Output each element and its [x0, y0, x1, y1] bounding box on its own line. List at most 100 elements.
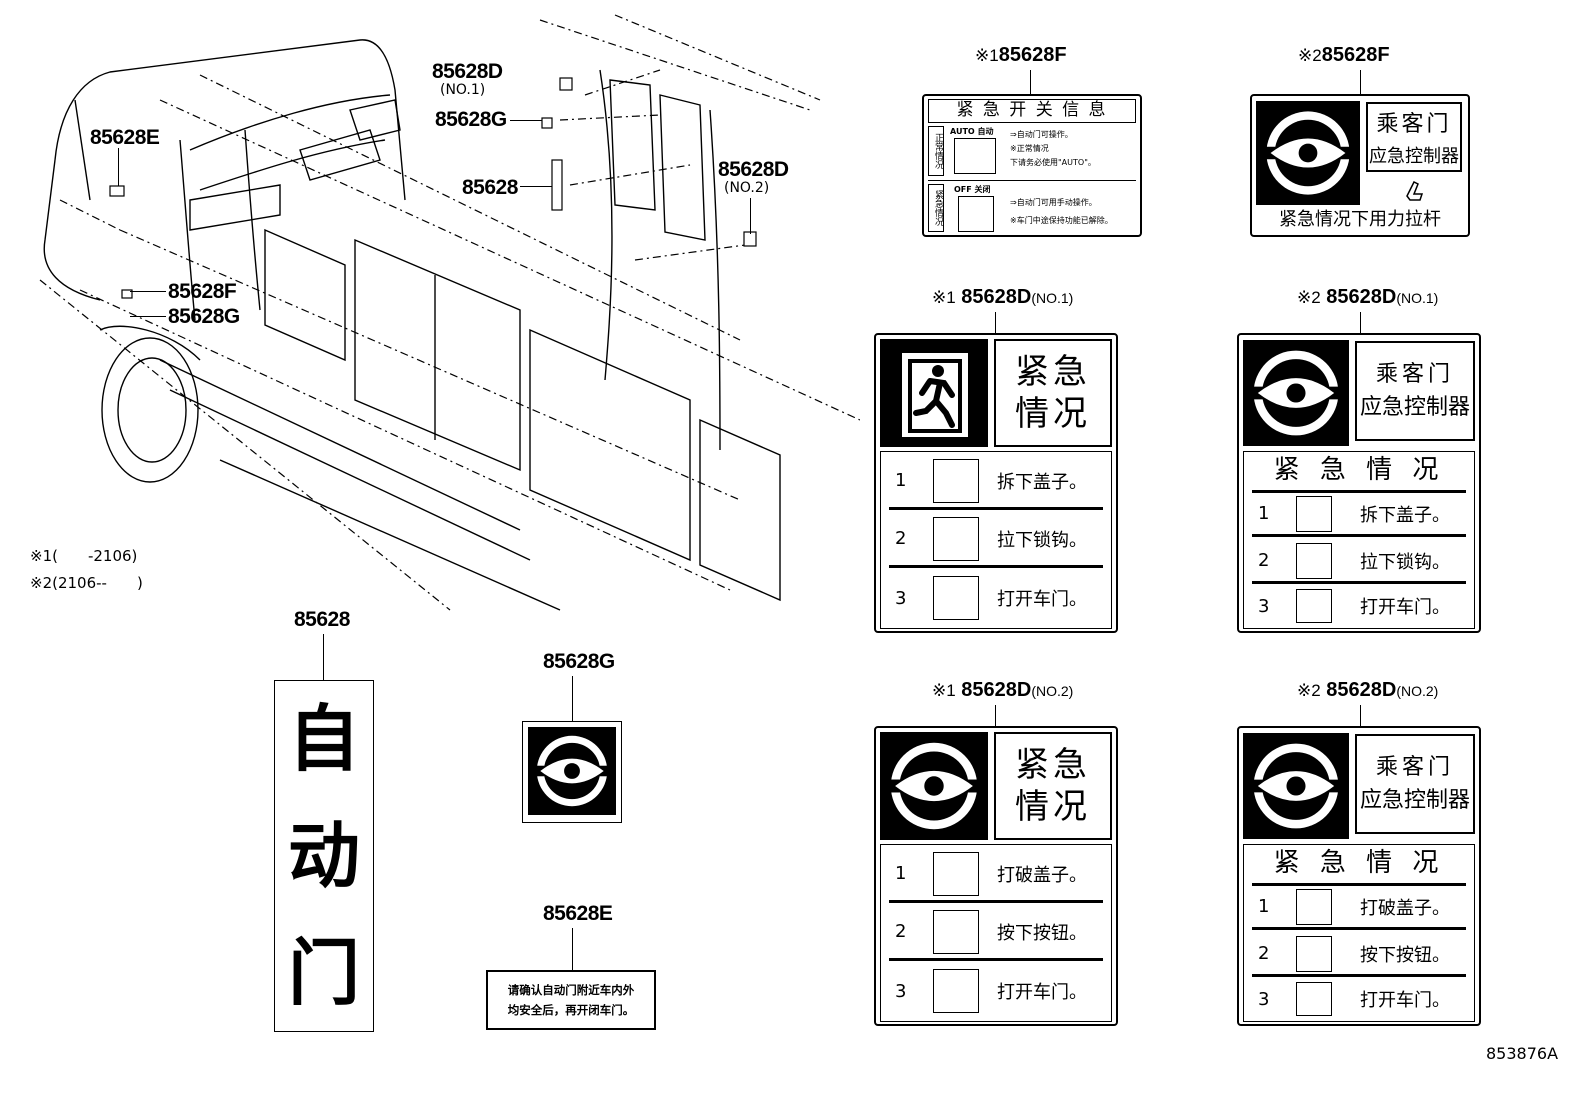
leader-label-2-F — [1360, 70, 1361, 94]
step-text: 打开车门。 — [1360, 597, 1450, 618]
sticker-85628E: 请确认自动门附近车内外 均安全后，再开闭车门。 — [486, 970, 656, 1030]
step-num: 1 — [1258, 503, 1270, 524]
open-door-icon — [1296, 982, 1332, 1016]
step-row: 2 按下按钮。 — [889, 905, 1103, 961]
label-2-F-bottom: 紧急情况下用力拉杆 — [1279, 209, 1441, 230]
break-cover-icon — [1296, 888, 1332, 925]
label-2-D1-part: 85628D — [1326, 286, 1397, 308]
step-text: 拉下锁钩。 — [1360, 551, 1450, 573]
step-num: 2 — [895, 921, 907, 942]
running-man-icon — [902, 353, 968, 437]
step-row: 1 拆下盖子。 — [889, 454, 1103, 510]
label-2-F-part: 85628F — [1321, 44, 1390, 66]
break-cover-icon — [933, 851, 979, 896]
label-1-D2-head-line1: 紧急 — [1015, 744, 1091, 785]
step-text: 打开车门。 — [997, 982, 1087, 1003]
label-2-D2-part: 85628D — [1326, 679, 1397, 701]
leader-label-2-D1 — [1360, 312, 1361, 334]
label-2-F: 乘客门 应急控制器 紧急情况下用力拉杆 — [1250, 94, 1470, 237]
label-2-D1-side-box: 乘客门 应急控制器 — [1355, 341, 1475, 441]
label-2-D1-mark: ※2 — [1297, 288, 1321, 307]
label-1-D1-part: 85628D — [961, 286, 1032, 308]
callout-85628E: 85628E — [90, 126, 160, 149]
open-door-icon — [933, 576, 979, 620]
label-2-D1-side-top: 乘客门 — [1375, 362, 1454, 387]
label-2-D1: 乘客门 应急控制器 紧 急 情 况 1 拆下盖子。 2 拉下锁钩。 3 打开车门… — [1237, 333, 1481, 633]
sticker-85628-title: 85628 — [294, 608, 350, 631]
label-1-F-divider — [928, 180, 1136, 181]
label-2-F-side-top: 乘客门 — [1376, 112, 1452, 137]
leader-85628G-top — [510, 120, 542, 121]
note-1: ※1( -2106) — [30, 547, 138, 565]
callout-85628D-no2-sub: (NO.2) — [724, 180, 770, 196]
label-1-F-sec1-mode: AUTO 自动 — [950, 127, 994, 136]
step-text: 拆下盖子。 — [997, 471, 1087, 493]
eye-icon — [1256, 101, 1360, 205]
label-2-F-mark: ※2 — [1298, 46, 1322, 65]
pull-hook-icon — [1296, 542, 1332, 579]
step-num: 3 — [1258, 988, 1270, 1010]
label-1-D2-head-line2: 情况 — [1015, 787, 1091, 827]
label-1-F: 紧 急 开 关 信 息 正常情况 AUTO 自动 ⇒自动门可操作。 ※正常情况 … — [922, 94, 1142, 237]
callout-85628-top: 85628 — [462, 176, 518, 199]
callout-85628G-left: 85628G — [168, 305, 240, 328]
step-row: 3 打开车门。 — [1252, 586, 1466, 626]
label-2-D2-title: ※2 85628D(NO.2) — [1297, 679, 1438, 702]
figure-code: 853876A — [1486, 1044, 1559, 1063]
leader-label-2-D2 — [1360, 705, 1361, 727]
sticker-85628: 自 动 门 — [274, 680, 374, 1032]
step-num: 3 — [895, 587, 907, 609]
label-1-F-sec1-side: 正常情况 — [928, 126, 944, 176]
label-1-D2-mark: ※1 — [932, 681, 956, 700]
callout-85628D-no2: 85628D — [718, 158, 789, 181]
step-row: 1 拆下盖子。 — [1252, 493, 1466, 537]
press-button-icon — [933, 909, 979, 954]
step-text: 打破盖子。 — [997, 864, 1087, 886]
switch-icon — [954, 138, 996, 174]
sticker-85628G-title: 85628G — [543, 650, 615, 673]
label-2-D2-band: 紧 急 情 况 — [1252, 845, 1466, 886]
step-text: 打开车门。 — [997, 589, 1087, 610]
label-1-F-sec1-line3: 下请务必使用"AUTO"。 — [1010, 158, 1096, 167]
step-text: 拆下盖子。 — [1360, 504, 1450, 526]
label-1-F-sec2-text: ⇒自动门可用手动操作。 ※车门中途保持功能已解除。 — [1010, 194, 1113, 230]
step-num: 2 — [1258, 943, 1270, 964]
label-1-F-sec1-line1: ⇒自动门可操作。 — [1010, 130, 1073, 139]
label-1-F-sec2-line2: ※车门中途保持功能已解除。 — [1010, 216, 1113, 225]
label-1-D1-head: 紧急 情况 — [994, 339, 1112, 447]
sticker-85628-char-3: 门 — [287, 930, 360, 1015]
label-1-F-sec1-line2: ※正常情况 — [1010, 144, 1049, 153]
sticker-85628E-line-1: 请确认自动门附近车内外 — [507, 983, 635, 997]
label-1-F-sec2-mode: OFF 关闭 — [954, 185, 991, 194]
leader-sticker-85628E — [572, 928, 573, 970]
step-row: 2 拉下锁钩。 — [1252, 540, 1466, 584]
leader-label-1-F — [1030, 70, 1031, 94]
label-1-D1-mark: ※1 — [932, 288, 956, 307]
leader-85628F-left — [130, 291, 166, 292]
callout-85628G-top: 85628G — [435, 108, 507, 131]
hand-pull-icon — [1402, 176, 1428, 202]
open-door-icon — [933, 969, 979, 1013]
label-1-F-header: 紧 急 开 关 信 息 — [928, 99, 1136, 123]
label-1-D2-head: 紧急 情况 — [994, 732, 1112, 840]
step-num: 2 — [1258, 550, 1270, 571]
note-2: ※2(2106-- ) — [30, 574, 143, 592]
step-num: 1 — [895, 470, 907, 491]
leader-85628G-left — [130, 316, 166, 317]
label-2-D1-title: ※2 85628D(NO.1) — [1297, 286, 1438, 309]
label-1-D2-title: ※1 85628D(NO.2) — [932, 679, 1073, 702]
label-1-D2: 紧急 情况 1 打破盖子。 2 按下按钮。 3 打开车门。 — [874, 726, 1118, 1026]
step-text: 按下按钮。 — [1360, 944, 1450, 966]
step-num: 3 — [1258, 595, 1270, 617]
label-2-F-side-bottom: 应急控制器 — [1369, 146, 1459, 167]
label-1-F-sec2-line1: ⇒自动门可用手动操作。 — [1010, 198, 1097, 207]
remove-cover-icon — [933, 458, 979, 503]
step-num: 2 — [895, 528, 907, 549]
label-2-D2-side-box: 乘客门 应急控制器 — [1355, 734, 1475, 834]
step-row: 3 打开车门。 — [889, 963, 1103, 1019]
step-text: 按下按钮。 — [997, 922, 1087, 944]
label-1-F-sec1-text: ⇒自动门可操作。 ※正常情况 下请务必使用"AUTO"。 — [1010, 128, 1096, 170]
vehicle-drawing — [39, 14, 860, 611]
step-row: 3 打开车门。 — [1252, 979, 1466, 1019]
label-2-F-side-box: 乘客门 应急控制器 — [1366, 102, 1462, 172]
